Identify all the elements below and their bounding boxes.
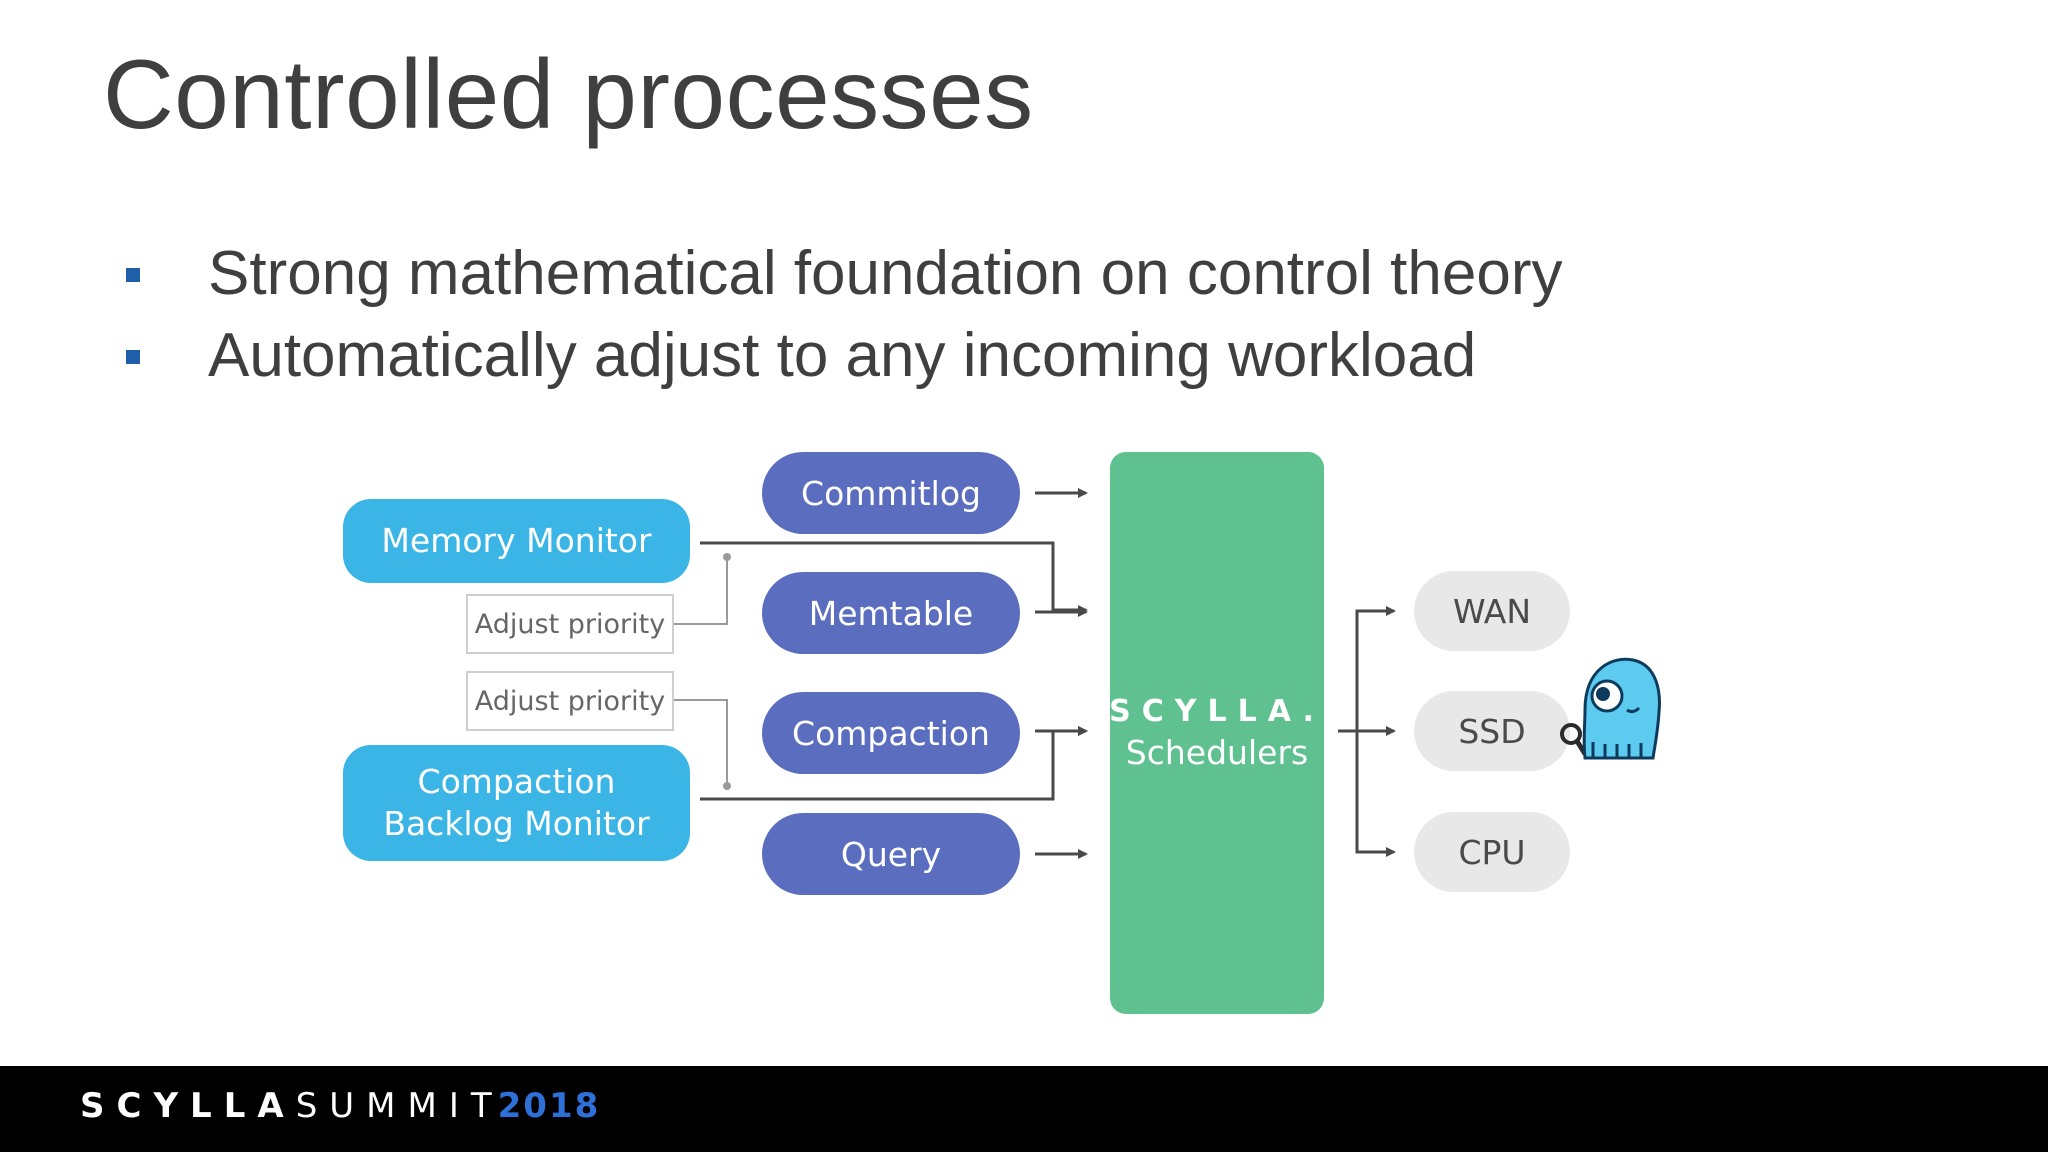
ssd-node: SSD bbox=[1414, 691, 1570, 771]
scylla-octopus-mascot bbox=[1560, 657, 1661, 760]
adjust-priority-connector bbox=[673, 699, 728, 786]
scheduler-diagram: Memory Monitor Compaction Backlog Monito… bbox=[343, 452, 1661, 1014]
query-node: Query bbox=[762, 813, 1020, 895]
cpu-node: CPU bbox=[1414, 812, 1570, 892]
bullet-text: Strong mathematical foundation on contro… bbox=[208, 239, 1563, 308]
brand-scylla: SCYLLA bbox=[80, 1086, 296, 1126]
slide-title: Controlled processes bbox=[103, 39, 1034, 149]
bullet-square-icon bbox=[126, 350, 140, 364]
adjust-priority-label: Adjust priority bbox=[466, 671, 674, 731]
wan-arrow bbox=[1355, 606, 1396, 731]
diagram-connectors bbox=[673, 488, 1396, 859]
summit-brand: SCYLLASUMMIT2018 bbox=[80, 1086, 600, 1126]
adjust-priority-label: Adjust priority bbox=[466, 594, 674, 654]
cpu-arrow bbox=[1355, 731, 1396, 857]
scylla-schedulers-node: SCYLLA. Schedulers bbox=[1109, 452, 1325, 1014]
memory-monitor-node: Memory Monitor bbox=[343, 499, 690, 583]
memtable-node: Memtable bbox=[762, 572, 1020, 654]
memory-monitor-connector bbox=[700, 541, 1088, 615]
brand-summit: SUMMIT bbox=[295, 1086, 504, 1126]
adjust-priority-connector bbox=[673, 557, 728, 625]
commitlog-node: Commitlog bbox=[762, 452, 1020, 534]
schedulers-label: Schedulers bbox=[1125, 733, 1309, 772]
magnifier-icon bbox=[1560, 723, 1588, 756]
compaction-backlog-monitor-node: Compaction Backlog Monitor bbox=[343, 745, 690, 861]
compaction-node: Compaction bbox=[762, 692, 1020, 774]
bullet-text: Automatically adjust to any incoming wor… bbox=[208, 321, 1477, 390]
scylla-logo: SCYLLA. bbox=[1109, 694, 1325, 729]
footer-bar: SCYLLASUMMIT2018 bbox=[0, 1066, 2048, 1152]
bullet-square-icon bbox=[126, 268, 140, 282]
brand-year: 2018 bbox=[497, 1086, 601, 1126]
wan-node: WAN bbox=[1414, 571, 1570, 651]
